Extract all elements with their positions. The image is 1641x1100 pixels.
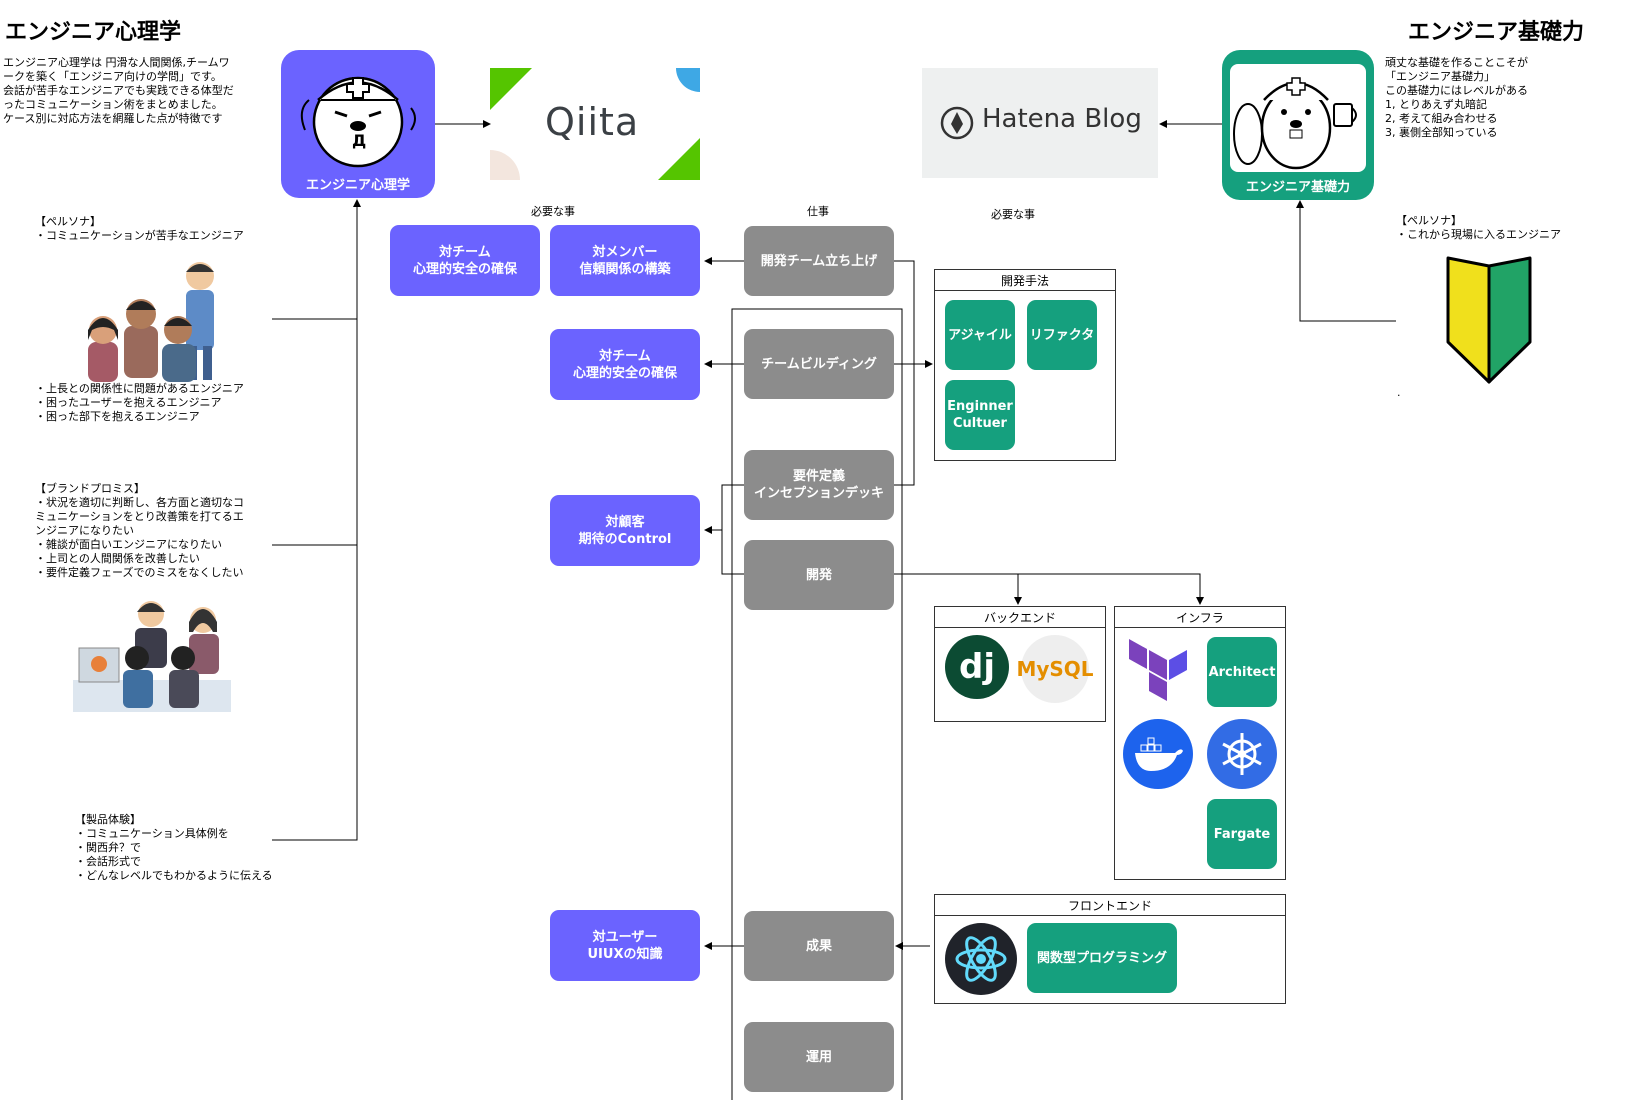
qiita-wordmark: Qiita <box>545 100 640 144</box>
left-logo-caption: エンジニア心理学 <box>305 178 410 193</box>
infra-architect: Architect <box>1207 637 1277 707</box>
engineer-foundation-logo: エンジニア基礎力 <box>1222 50 1374 200</box>
work-operations: 運用 <box>744 1022 894 1092</box>
need-team-safety-1: 対チーム 心理的安全の確保 <box>390 225 540 296</box>
need-member-trust: 対メンバー 信頼関係の構築 <box>550 225 700 296</box>
needed-label-right: 必要な事 <box>991 208 1035 221</box>
methods-panel: 開発手法 アジャイル リファクタ Enginner Cultuer <box>934 269 1116 461</box>
backend-panel-title: バックエンド <box>935 607 1105 628</box>
right-title: エンジニア基礎力 <box>1408 20 1585 45</box>
frontend-panel: フロントエンド 関数型プログラミング <box>934 894 1286 1004</box>
beaver-with-mug-icon <box>1233 77 1357 170</box>
beaver-mascot-icon: Д <box>300 76 416 168</box>
need-user: 対ユーザー UIUXの知識 <box>550 910 700 981</box>
work-team-building: チームビルディング <box>744 329 894 399</box>
docker-icon <box>1123 719 1193 789</box>
infra-fargate: Fargate <box>1207 799 1277 869</box>
engineer-psychology-logo: Д エンジニア心理学 <box>281 50 435 198</box>
meeting-illustration-icon <box>73 601 231 712</box>
frontend-functional-programming: 関数型プログラミング <box>1027 923 1177 993</box>
qiita-logo: Qiita <box>490 68 700 180</box>
needed-label-left: 必要な事 <box>531 205 575 218</box>
left-description: エンジニア心理学は 円滑な人間関係,チームワ ークを築く「エンジニア向けの学問」… <box>3 56 234 125</box>
need-team-safety-2: 対チーム 心理的安全の確保 <box>550 329 700 400</box>
people-group-illustration-icon <box>88 262 214 382</box>
qiita-decoration-icon <box>490 68 700 180</box>
hatena-blog-logo: Hatena Blog <box>922 68 1158 178</box>
left-persona-list: ・上長との関係性に問題があるエンジニア ・困ったユーザーを抱えるエンジニア ・困… <box>35 382 244 423</box>
left-persona: 【ペルソナ】 ・コミュニケーションが苦手なエンジニア <box>35 215 244 242</box>
react-icon <box>945 923 1017 995</box>
methods-panel-title: 開発手法 <box>935 270 1115 291</box>
method-engineer-culture: Enginner Cultuer <box>945 380 1015 450</box>
svg-text:Д: Д <box>352 131 366 150</box>
left-product-experience: 【製品体験】 ・コミュニケーション具体例を ・関西弁？で ・会話形式で ・どんな… <box>75 813 273 882</box>
terraform-icon <box>1129 639 1187 701</box>
beginner-mark-icon <box>1446 256 1532 384</box>
need-customer: 対顧客 期待のControl <box>550 495 700 566</box>
right-persona: 【ペルソナ】 ・これから現場に入るエンジニア <box>1396 214 1561 241</box>
work-requirements: 要件定義 インセプションデッキ <box>744 450 894 520</box>
work-label: 仕事 <box>807 205 829 218</box>
infra-panel: インフラ Architect Fargate <box>1114 606 1286 880</box>
fountain-pen-icon <box>940 106 974 140</box>
work-deliverable: 成果 <box>744 911 894 981</box>
hatena-wordmark: Hatena Blog <box>982 104 1142 134</box>
method-refactor: リファクタ <box>1027 300 1097 370</box>
backend-panel: バックエンド dj MySQL <box>934 606 1106 722</box>
left-title: エンジニア心理学 <box>5 20 182 45</box>
docker-whale-icon <box>1135 737 1183 771</box>
right-description: 頑丈な基礎を作ることこそが 「エンジニア基礎力」 この基礎力にはレベルがある 1… <box>1385 56 1528 139</box>
infra-panel-title: インフラ <box>1115 607 1285 628</box>
mysql-icon: MySQL <box>1016 635 1094 703</box>
kubernetes-helm-icon <box>1222 733 1262 775</box>
method-agile: アジャイル <box>945 300 1015 370</box>
work-team-launch: 開発チーム立ち上げ <box>744 226 894 296</box>
django-icon: dj <box>945 635 1009 699</box>
right-dot: . <box>1397 386 1401 399</box>
left-brand-promise: 【ブランドプロミス】 ・状況を適切に判断し、各方面と適切なコ ミュニケーションを… <box>35 482 244 579</box>
kubernetes-icon <box>1207 719 1277 789</box>
right-logo-caption: エンジニア基礎力 <box>1245 180 1350 195</box>
work-development: 開発 <box>744 540 894 610</box>
frontend-panel-title: フロントエンド <box>935 895 1285 916</box>
react-atom-icon <box>955 936 1007 982</box>
mysql-label: MySQL <box>1016 657 1094 681</box>
